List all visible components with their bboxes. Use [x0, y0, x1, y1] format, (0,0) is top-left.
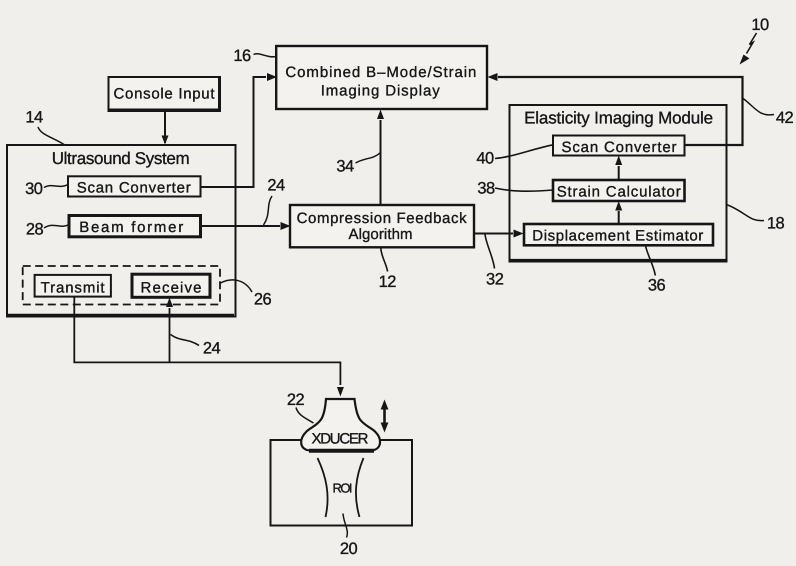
svg-text:Receive: Receive: [141, 280, 202, 297]
svg-text:30: 30: [25, 180, 43, 198]
svg-text:Imaging Display: Imaging Display: [321, 83, 441, 100]
svg-text:38: 38: [477, 180, 495, 198]
svg-text:Transmit: Transmit: [41, 280, 106, 297]
svg-text:14: 14: [25, 109, 43, 127]
svg-text:40: 40: [476, 150, 494, 168]
svg-text:Console Input: Console Input: [114, 86, 216, 103]
svg-text:16: 16: [233, 47, 251, 65]
svg-text:Algorithm: Algorithm: [349, 226, 413, 243]
svg-text:22: 22: [287, 391, 305, 409]
svg-text:28: 28: [26, 221, 44, 239]
svg-text:Ultrasound System: Ultrasound System: [52, 149, 190, 168]
svg-text:Scan Converter: Scan Converter: [562, 139, 677, 156]
svg-text:20: 20: [340, 540, 358, 558]
svg-text:42: 42: [776, 109, 794, 127]
svg-text:ROI: ROI: [333, 480, 353, 495]
svg-text:26: 26: [254, 291, 272, 309]
svg-text:18: 18: [767, 215, 785, 233]
svg-text:10: 10: [751, 16, 769, 34]
svg-text:36: 36: [648, 277, 666, 295]
svg-text:Beam former: Beam former: [79, 219, 183, 236]
svg-text:24: 24: [267, 177, 285, 195]
svg-text:XDUCER: XDUCER: [312, 431, 369, 448]
svg-text:Compression Feedback: Compression Feedback: [297, 210, 467, 227]
svg-text:12: 12: [379, 273, 397, 291]
svg-text:Elasticity Imaging Module: Elasticity Imaging Module: [524, 109, 713, 128]
svg-text:32: 32: [486, 271, 504, 289]
svg-text:Scan Converter: Scan Converter: [77, 179, 191, 196]
svg-text:34: 34: [336, 158, 354, 176]
svg-text:Displacement Estimator: Displacement Estimator: [532, 228, 703, 245]
svg-text:Strain Calculator: Strain Calculator: [557, 184, 681, 201]
svg-text:24: 24: [203, 340, 221, 358]
svg-text:Combined B–Mode/Strain: Combined B–Mode/Strain: [285, 64, 476, 81]
